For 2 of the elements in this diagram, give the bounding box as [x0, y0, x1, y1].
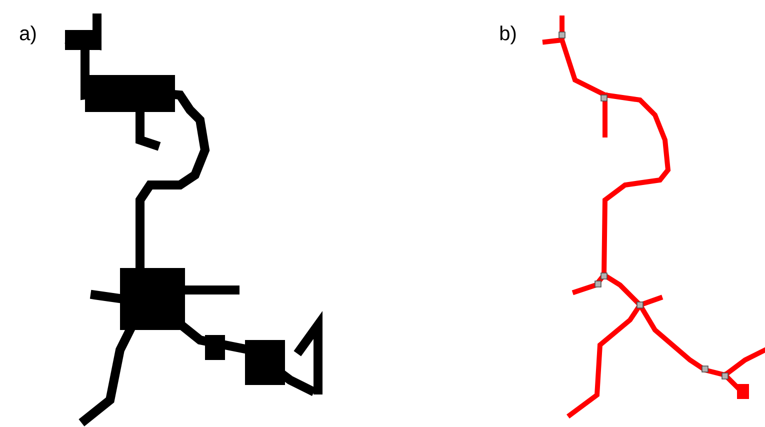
panel-label: b)	[500, 26, 516, 44]
panel-label: a)	[20, 26, 36, 44]
